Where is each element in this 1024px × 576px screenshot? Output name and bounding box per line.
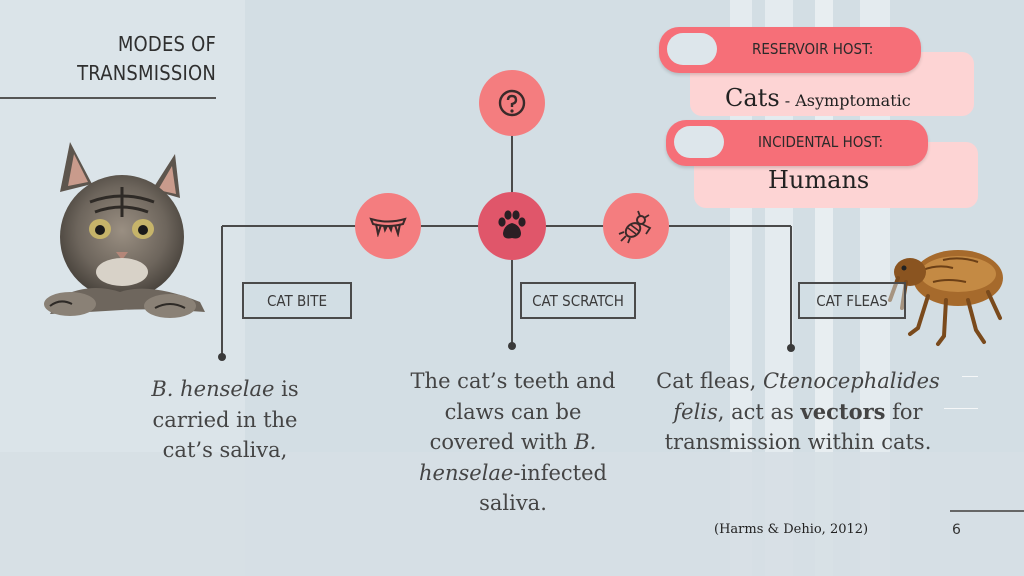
reservoir-host-label: RESERVOIR HOST: <box>752 40 874 58</box>
description-text: The cat’s teeth and claws can be covered… <box>410 369 616 454</box>
fangs-icon <box>369 217 407 237</box>
incidental-host-pill <box>666 120 928 166</box>
flea-species-name: Ctenocephalides felis <box>673 369 940 424</box>
title-underline <box>0 97 216 99</box>
description-text: -infected saliva. <box>479 460 607 516</box>
footer-rule <box>950 510 1024 512</box>
description-text: , act as <box>717 399 801 424</box>
bottom-band <box>0 452 1024 576</box>
cat-photo <box>44 142 205 318</box>
incidental-host-label: INCIDENTAL HOST: <box>758 133 884 151</box>
pill-knob <box>667 33 717 65</box>
cat-bite-description: B. henselae is carried in the cat’s sali… <box>130 374 320 466</box>
cat-fleas-label: CAT FLEAS <box>798 282 906 319</box>
description-text: is carried in the cat’s saliva, <box>152 377 299 462</box>
slide-title: MODES OF TRANSMISSION <box>60 30 216 88</box>
citation: (Harms & Dehio, 2012) <box>714 522 869 537</box>
cat-fleas-description: Cat fleas, Ctenocephalides felis, act as… <box>650 366 946 458</box>
decor-dash <box>944 408 978 409</box>
pathogen-name: B. henselae <box>419 430 597 485</box>
paw-icon <box>498 210 526 239</box>
reservoir-host-name: Cats <box>725 84 780 112</box>
title-line-2: TRANSMISSION <box>77 61 216 85</box>
flea-icon <box>618 210 652 244</box>
question-icon <box>498 89 526 117</box>
cat-bite-node <box>355 193 421 259</box>
title-line-1: MODES OF <box>117 32 216 56</box>
cat-bite-label: CAT BITE <box>242 282 352 319</box>
pathogen-name: B. henselae <box>151 377 275 401</box>
cat-scratch-description: The cat’s teeth and claws can be covered… <box>400 366 626 519</box>
vectors-keyword: vectors <box>800 398 886 424</box>
cat-scratch-label: CAT SCRATCH <box>520 282 636 319</box>
incidental-host-value: Humans <box>768 166 870 194</box>
reservoir-host-pill <box>659 27 921 73</box>
cat-scratch-node <box>478 192 546 260</box>
cat-fleas-node <box>603 193 669 259</box>
reservoir-host-value: Cats - Asymptomatic <box>725 84 911 112</box>
decor-dash <box>962 376 978 377</box>
question-node <box>479 70 545 136</box>
description-text: Cat fleas, <box>656 369 763 393</box>
pill-knob <box>674 126 724 158</box>
reservoir-host-note: - Asymptomatic <box>784 91 911 110</box>
description-text: for transmission within cats. <box>664 399 932 455</box>
page-number: 6 <box>952 522 961 538</box>
